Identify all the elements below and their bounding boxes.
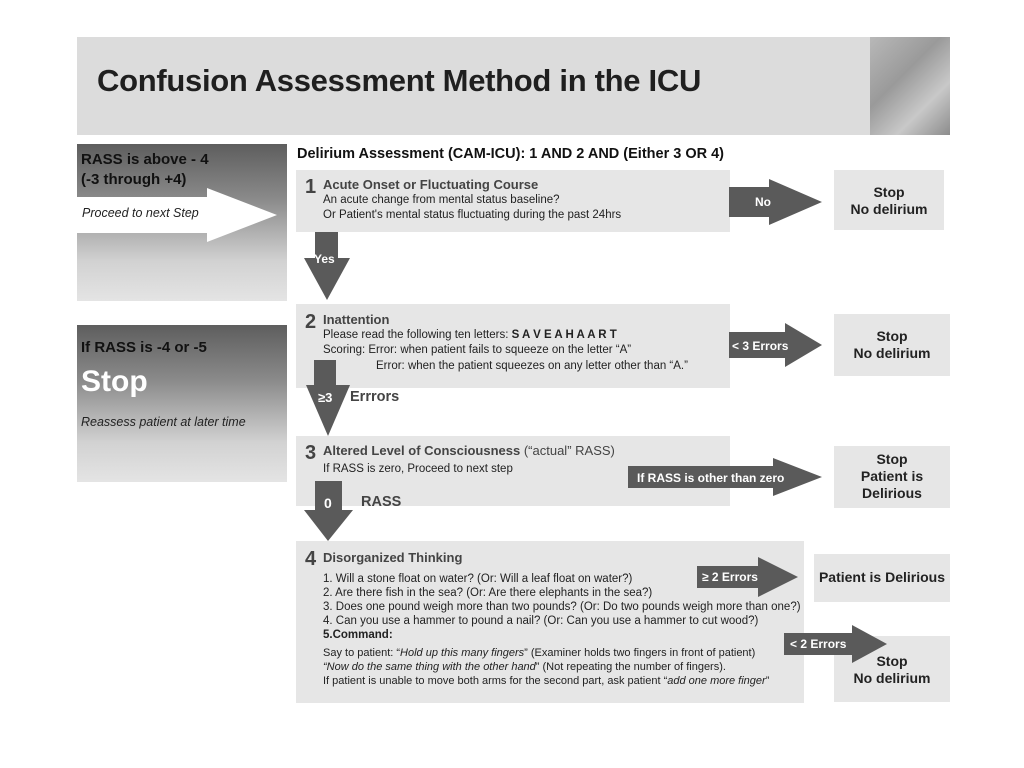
now-suffix: ” (Not repeating the number of fingers). xyxy=(535,661,726,673)
arrow-lt2-label: < 2 Errors xyxy=(790,637,847,651)
step-4-question-3: 3. Does one pound weigh more than two po… xyxy=(323,601,801,613)
step-2-box: 2 Inattention Please read the following … xyxy=(296,304,730,388)
arrow-no-label: No xyxy=(755,195,771,209)
step-1-number: 1 xyxy=(305,176,317,198)
step-1-box: 1 Acute Onset or Fluctuating Course An a… xyxy=(296,170,730,232)
step-4-now-line: “Now do the same thing with the other ha… xyxy=(323,660,726,674)
assessment-title: Delirium Assessment (CAM-ICU): 1 AND 2 A… xyxy=(297,146,725,162)
step-2-line-3: Error: when the patient squeezes on any … xyxy=(376,360,688,372)
step-2-line-1-prefix: Please read the following ten letters: xyxy=(323,329,512,341)
outcome-1-box: Stop No delirium xyxy=(834,170,944,230)
step-4-question-4: 4. Can you use a hammer to pound a nail?… xyxy=(323,615,759,627)
reassess-label: Reassess patient at later time xyxy=(81,415,246,429)
arrow-zero-rass xyxy=(304,481,353,541)
unable-prefix: If patient is unable to move both arms f… xyxy=(323,675,668,687)
step-3-heading: Altered Level of Consciousness (“actual”… xyxy=(323,443,615,458)
outcome-2-line-1: Stop xyxy=(876,328,908,344)
say-prefix: Say to patient: “ xyxy=(323,647,401,659)
step-1-line-2: Or Patient's mental status fluctuating d… xyxy=(323,209,622,221)
arrow-rass-other xyxy=(628,458,822,496)
step-2-number: 2 xyxy=(305,311,317,333)
proceed-label: Proceed to next Step xyxy=(82,206,199,220)
rass-stop-label: If RASS is -4 or -5 xyxy=(81,339,207,356)
arrow-no xyxy=(729,179,822,225)
unable-suffix: ” xyxy=(765,675,770,687)
step-3-title: Altered Level of Consciousness xyxy=(323,443,521,458)
stop-label: Stop xyxy=(81,365,148,398)
proceed-arrow-shape xyxy=(77,188,277,242)
step-4-title: Disorganized Thinking xyxy=(323,550,463,565)
arrow-lt3-label: < 3 Errors xyxy=(732,339,789,353)
step-4-question-2: 2. Are there fish in the sea? (Or: Are t… xyxy=(323,587,653,599)
arrow-ge2-errors xyxy=(697,557,798,597)
page-title: Confusion Assessment Method in the ICU xyxy=(97,63,702,98)
outcome-4-line-1: Patient is Delirious xyxy=(818,569,946,585)
say-italic: Hold up this many fingers xyxy=(400,647,525,659)
step-4-say-line: Say to patient: “Hold up this many finge… xyxy=(323,646,755,660)
step-2-line-1: Please read the following ten letters: S… xyxy=(323,328,617,342)
arrow-ge3-suffix: Errrors xyxy=(350,389,400,405)
step-3-number: 3 xyxy=(305,442,317,464)
outcome-1-line-2: No delirium xyxy=(850,201,928,217)
arrow-ge3-label: ≥3 xyxy=(318,390,333,405)
outcome-2-box: Stop No delirium xyxy=(834,314,950,376)
arrow-ge3-errors xyxy=(306,360,350,436)
step-4-command-label: 5.Command: xyxy=(323,629,393,641)
step-4-unable-line: If patient is unable to move both arms f… xyxy=(323,674,769,688)
arrow-yes xyxy=(304,232,350,300)
proceed-arrow xyxy=(77,188,277,242)
arrow-lt2-errors xyxy=(784,625,887,663)
outcome-2-line-2: No delirium xyxy=(853,345,931,361)
outcome-5-line-1: Stop xyxy=(876,653,908,669)
step-1-line-1: An acute change from mental status basel… xyxy=(323,194,560,206)
step-3-line-1: If RASS is zero, Proceed to next step xyxy=(323,463,513,475)
outcome-3-box: Stop Patient is Delirious xyxy=(834,446,950,508)
arrow-zero-label: 0 xyxy=(324,495,332,511)
arrow-rass-label: RASS xyxy=(361,494,402,510)
arrow-lt3-errors xyxy=(729,323,822,367)
step-2-line-2: Scoring: Error: when patient fails to sq… xyxy=(323,344,632,356)
rass-range-label: (-3 through +4) xyxy=(81,171,187,188)
header-banner: Confusion Assessment Method in the ICU xyxy=(77,37,950,135)
unable-italic: add one more finger xyxy=(667,675,766,687)
step-4-question-1: 1. Will a stone float on water? (Or: Wil… xyxy=(323,573,633,585)
rass-above-label: RASS is above - 4 xyxy=(81,151,209,168)
outcome-5-line-2: No delirium xyxy=(853,670,931,686)
outcome-1-line-1: Stop xyxy=(873,184,905,200)
arrow-ge2-label: ≥ 2 Errors xyxy=(702,570,758,584)
now-italic: “Now do the same thing with the other ha… xyxy=(323,661,536,673)
header-artwork-thumbnail xyxy=(870,37,950,135)
step-3-title-suffix: (“actual” RASS) xyxy=(520,443,615,458)
outcome-3-line-2: Patient is xyxy=(860,468,924,484)
arrow-yes-label: Yes xyxy=(314,252,335,266)
outcome-3-line-1: Stop xyxy=(876,451,908,467)
outcome-3-line-3: Delirious xyxy=(862,485,922,501)
say-suffix: ” (Examiner holds two fingers in front o… xyxy=(524,647,756,659)
left-panel-rass-stop: If RASS is -4 or -5 Stop Reassess patien… xyxy=(77,325,287,482)
step-2-title: Inattention xyxy=(323,312,390,327)
arrow-rass-other-label: If RASS is other than zero xyxy=(637,471,785,485)
step-2-letters: S A V E A H A A R T xyxy=(511,329,617,341)
step-1-title: Acute Onset or Fluctuating Course xyxy=(323,177,539,192)
step-4-number: 4 xyxy=(305,548,317,570)
outcome-4-box: Patient is Delirious xyxy=(814,554,950,602)
